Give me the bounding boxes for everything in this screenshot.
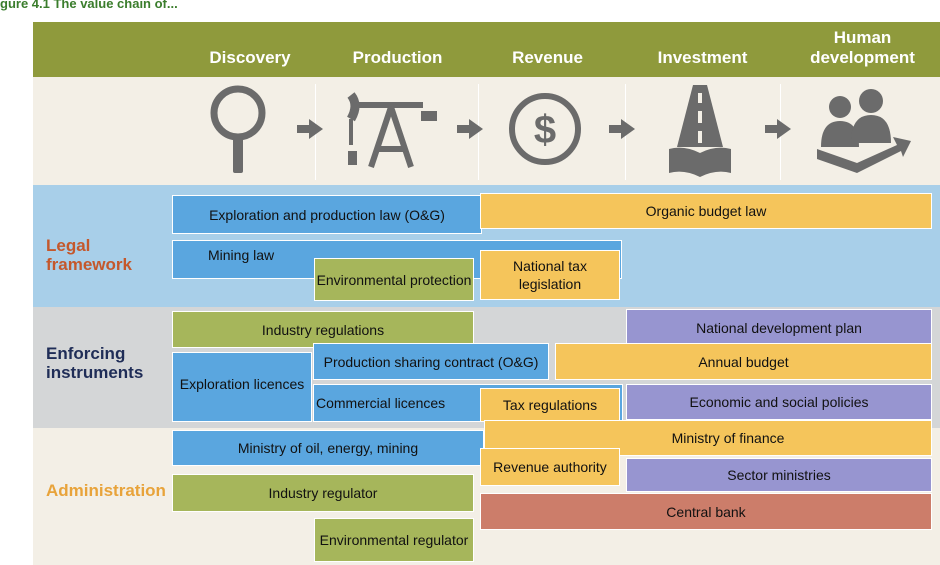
box-environmental-regulator: Environmental regulator — [314, 518, 474, 562]
icon-band — [33, 77, 940, 185]
arrow-icon — [297, 119, 323, 139]
people-growth-icon — [817, 89, 911, 173]
box-environmental-protection: Environmental protection — [314, 258, 474, 301]
stage-discovery: Discovery — [209, 48, 291, 67]
stage-header — [33, 22, 940, 77]
box-organic-budget-law: Organic budget law — [480, 193, 932, 229]
box-revenue-authority: Revenue authority — [480, 448, 620, 486]
value-chain-icons: $ — [210, 85, 911, 177]
oil-pump-icon — [347, 92, 437, 168]
box-ministry-oil-energy-mining: Ministry of oil, energy, mining — [172, 430, 484, 466]
box-industry-regulations: Industry regulations — [172, 311, 474, 348]
box-national-tax-legislation: National tax legislation — [480, 250, 620, 300]
box-tax-regulations: Tax regulations — [480, 388, 620, 422]
magnifier-icon — [210, 85, 266, 173]
arrow-icon — [609, 119, 635, 139]
road-book-icon — [669, 85, 731, 177]
box-exploration-production-law: Exploration and production law (O&G) — [172, 195, 482, 234]
stage-human-development: Human development — [810, 28, 915, 67]
box-central-bank: Central bank — [480, 493, 932, 530]
stage-investment: Investment — [657, 48, 748, 67]
box-annual-budget: Annual budget — [555, 343, 932, 380]
svg-text:$: $ — [534, 108, 556, 152]
box-national-development-plan: National development plan — [626, 309, 932, 347]
box-exploration-licences: Exploration licences — [172, 352, 312, 422]
figure-label: gure 4.1 The value chain of... — [0, 0, 178, 11]
arrow-icon — [765, 119, 791, 139]
box-industry-regulator: Industry regulator — [172, 474, 474, 512]
row-label-legal-framework: Legal framework — [46, 236, 132, 274]
row-label-administration: Administration — [46, 481, 166, 500]
stage-production: Production — [352, 48, 443, 67]
box-economic-social-policies: Economic and social policies — [626, 384, 932, 420]
row-label-enforcing-instruments: Enforcing instruments — [46, 344, 144, 382]
arrow-icon — [457, 119, 483, 139]
box-production-sharing-contract: Production sharing contract (O&G) — [313, 343, 549, 380]
dollar-coin-icon: $ — [509, 93, 581, 165]
stage-revenue: Revenue — [512, 48, 583, 67]
box-sector-ministries: Sector ministries — [626, 458, 932, 492]
